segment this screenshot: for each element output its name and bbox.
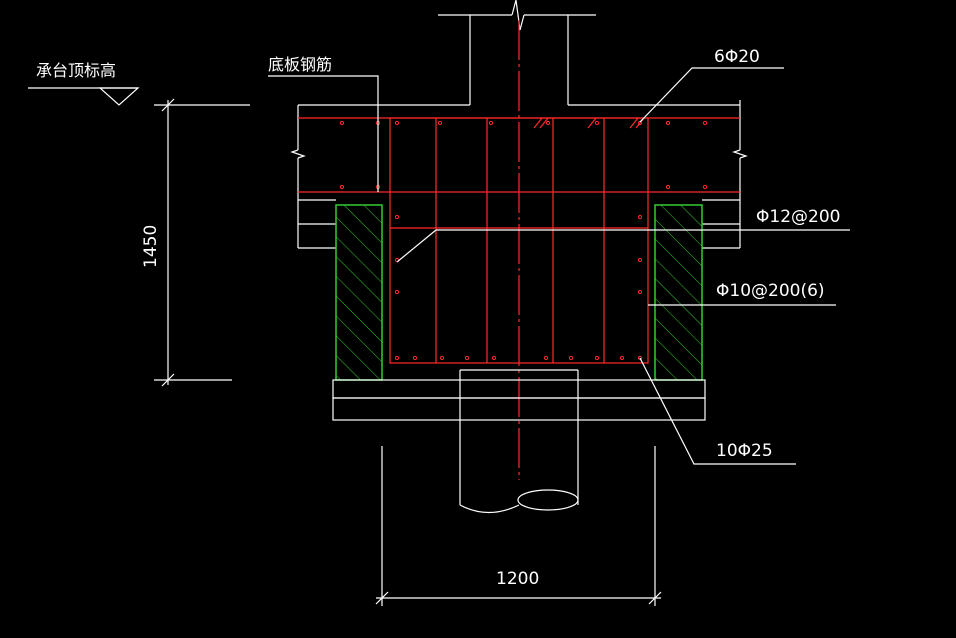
column-outline xyxy=(438,0,596,105)
stirrup-side-leader xyxy=(396,229,850,263)
stirrup-tie-label: Φ10@200(6) xyxy=(716,281,825,301)
slab-outline xyxy=(290,100,748,249)
cap-top-elevation-label: 承台顶标高 xyxy=(36,61,116,80)
brick-wall-right xyxy=(654,204,703,381)
brick-wall-left xyxy=(335,204,383,381)
top-rebar-leader xyxy=(639,67,784,123)
height-dimension-label: 1450 xyxy=(141,225,161,268)
width-dimension xyxy=(375,446,662,606)
elevation-marker xyxy=(28,87,140,106)
bottom-slab-rebar-leader xyxy=(268,75,379,192)
width-dimension-label: 1200 xyxy=(496,569,539,589)
rebar-dots xyxy=(339,117,708,361)
base-cushion xyxy=(332,379,706,421)
beam-rebar-cage xyxy=(389,117,649,364)
height-dimension xyxy=(154,98,250,387)
bottom-slab-rebar-label: 底板钢筋 xyxy=(268,55,332,74)
top-rebar-label: 6Φ20 xyxy=(714,47,760,67)
pile-outline xyxy=(459,369,579,514)
bottom-rebar-leader xyxy=(639,357,796,465)
stirrup-side-label: Φ12@200 xyxy=(756,207,840,227)
bottom-rebar-label: 10Φ25 xyxy=(716,441,773,461)
